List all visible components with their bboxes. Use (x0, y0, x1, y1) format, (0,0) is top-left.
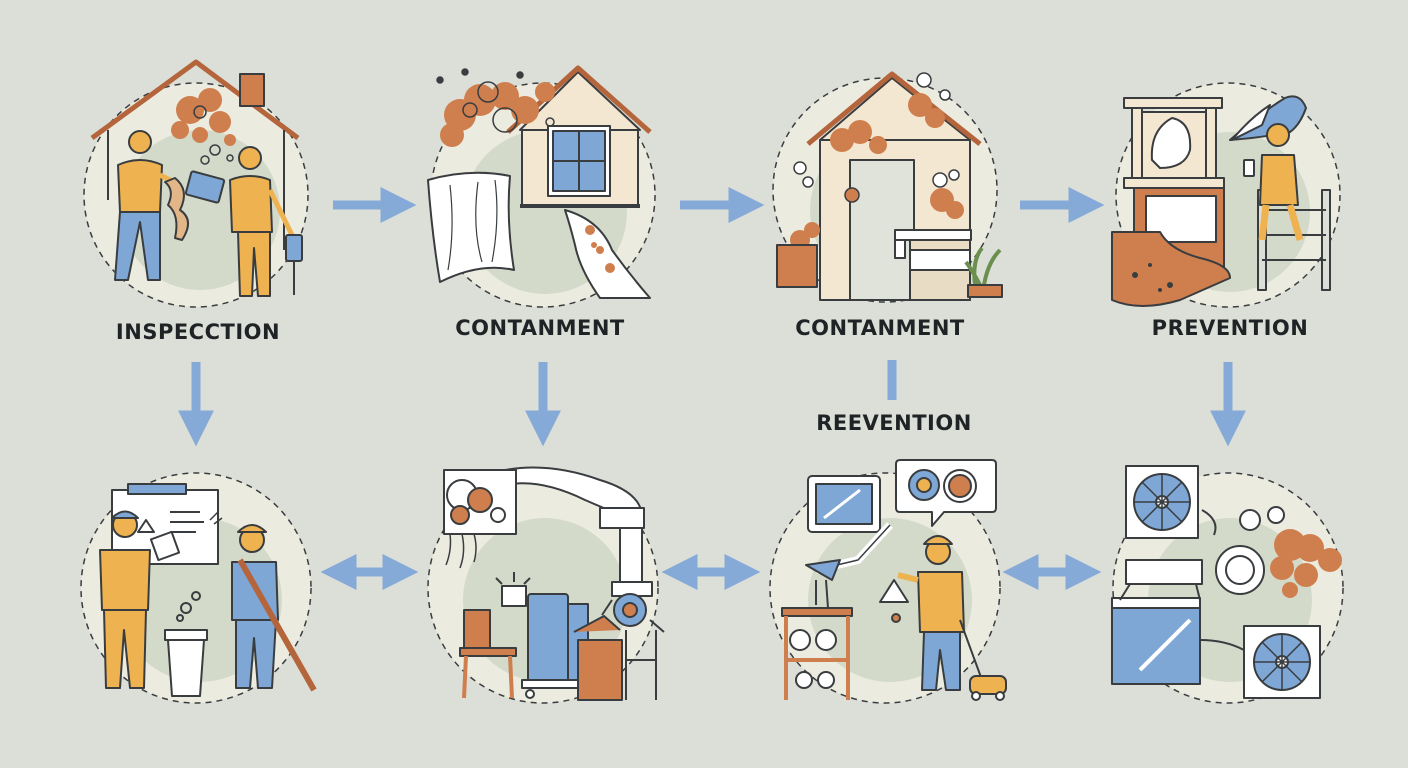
tablet-icon (184, 170, 226, 204)
monitor-icon (807, 475, 881, 533)
moldy-crate-icon (776, 244, 818, 288)
mold-cloud-icon (440, 82, 555, 147)
mold-patch-icon (1270, 529, 1342, 598)
speech-bubble-icon (895, 459, 997, 527)
step-label-prevention: PREVENTION (1151, 316, 1309, 340)
inspector-right (229, 146, 295, 297)
vacuum-icon (959, 619, 1007, 701)
scene-cleanup (781, 459, 1007, 701)
cleanup-worker (897, 535, 965, 691)
chair-icon (459, 609, 517, 699)
scene-air-scrubbing (443, 466, 665, 701)
air-duct-icon (504, 466, 653, 597)
wand-cleaner-icon (805, 522, 893, 609)
plastic-sheet-left (427, 171, 515, 283)
scene-containment-wall (776, 71, 1003, 301)
filter-panel-icon (443, 469, 517, 569)
moldy-debris-icon (1111, 231, 1231, 307)
shelf-icon (781, 607, 853, 700)
moldy-house-roof (90, 59, 300, 250)
scene-removal (99, 483, 317, 697)
scene-prevention-attic (1111, 95, 1331, 307)
worker-on-ladder (1243, 123, 1331, 291)
scene-containment-plastic (427, 65, 652, 299)
plant-icon (964, 246, 1003, 298)
dehumidifier-icon (1111, 559, 1203, 685)
step-label-reevention: REEVENTION (816, 411, 972, 435)
step-label-containment-2: CONTANMENT (795, 316, 965, 340)
wall-fan-icon (1125, 465, 1199, 539)
floor-fan-icon (1199, 625, 1321, 699)
spore-dots-icon (193, 105, 234, 165)
mold-sample-icon (164, 177, 189, 241)
spore-dots-icon (436, 68, 555, 133)
trash-bin-icon (164, 591, 208, 697)
fan-nozzle-icon (601, 593, 665, 633)
ventilation-dots-icon (1201, 506, 1285, 536)
plastic-sheet-right (564, 209, 651, 299)
sparkle-icon (495, 572, 531, 607)
mold-patch-icon (171, 88, 236, 146)
step-label-containment-1: CONTANMENT (455, 316, 625, 340)
spore-marks-icon (1132, 263, 1173, 292)
flow-arrows (178, 187, 1246, 590)
house-icon (506, 65, 652, 208)
step-label-inspection: INSPECCTION (115, 320, 281, 344)
sprayer-icon (879, 579, 909, 623)
spore-circles-icon (793, 72, 960, 203)
worker-left (99, 510, 181, 689)
broom-icon (237, 558, 317, 692)
round-vent-icon (1215, 545, 1265, 595)
inspector-left (114, 130, 182, 281)
scaffold-icon (625, 630, 657, 700)
scene-equipment (1111, 465, 1342, 699)
moisture-meter-icon (285, 234, 303, 295)
scene-inspection (90, 59, 303, 297)
mold-spots-icon (790, 93, 964, 250)
wall-pipe-icon (894, 229, 972, 271)
cardboard-box-icon (573, 615, 623, 701)
